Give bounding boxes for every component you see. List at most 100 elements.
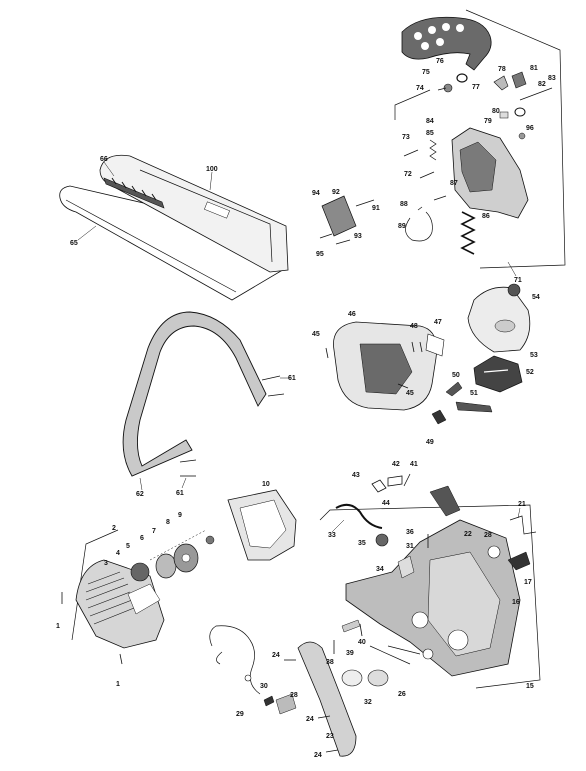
callout-52: 52 — [526, 369, 534, 376]
callout-72: 72 — [404, 171, 412, 178]
front-handle-part — [122, 311, 267, 477]
callout-26: 26 — [398, 691, 406, 698]
callout-7: 7 — [152, 528, 156, 535]
hand-guard-part — [297, 641, 357, 757]
callout-76: 76 — [436, 58, 444, 65]
callout-100: 100 — [206, 166, 218, 173]
callout-94: 94 — [312, 190, 320, 197]
saw-chain-part — [103, 177, 165, 209]
callout-87: 87 — [450, 180, 458, 187]
callout-5: 5 — [126, 543, 130, 550]
air-filter-part — [473, 355, 523, 393]
bar-cover-part — [99, 154, 289, 273]
callout-45: 45 — [312, 331, 320, 338]
callout-21: 21 — [518, 501, 526, 508]
callout-8: 8 — [166, 519, 170, 526]
callout-17: 17 — [524, 579, 532, 586]
callout-28: 28 — [484, 532, 492, 539]
callout-46: 46 — [348, 311, 356, 318]
starter-group — [61, 529, 215, 665]
callout-9: 9 — [178, 512, 182, 519]
callout-73: 73 — [402, 134, 410, 141]
callout-30: 30 — [260, 683, 268, 690]
starter-housing-part — [75, 559, 165, 649]
callout-49: 49 — [426, 439, 434, 446]
callout-1-b: 1 — [116, 681, 120, 688]
callout-74: 74 — [416, 85, 424, 92]
callout-50: 50 — [452, 372, 460, 379]
callout-81: 81 — [530, 65, 538, 72]
callout-2: 2 — [112, 525, 116, 532]
callout-15: 15 — [526, 683, 534, 690]
callout-78: 78 — [498, 66, 506, 73]
callout-71: 71 — [514, 277, 522, 284]
guide-bar-group — [59, 154, 289, 301]
callout-38: 38 — [326, 659, 334, 666]
callout-43: 43 — [352, 472, 360, 479]
callout-22: 22 — [464, 531, 472, 538]
callout-4: 4 — [116, 550, 120, 557]
crankcase-group — [319, 473, 541, 689]
callout-36: 36 — [406, 529, 414, 536]
callout-35: 35 — [358, 540, 366, 547]
callout-47: 47 — [434, 319, 442, 326]
callout-48: 48 — [410, 323, 418, 330]
callout-42: 42 — [392, 461, 400, 468]
callout-24: 24 — [272, 652, 280, 659]
callout-3: 3 — [104, 560, 108, 567]
callout-45-b: 45 — [406, 390, 414, 397]
callout-16: 16 — [512, 599, 520, 606]
callout-34: 34 — [376, 566, 384, 573]
callout-44: 44 — [382, 500, 390, 507]
washer-part — [443, 83, 453, 93]
handle-grip-part — [401, 16, 492, 71]
callout-24-b: 24 — [306, 716, 314, 723]
callout-33: 33 — [328, 532, 336, 539]
wire-and-guard-group — [209, 625, 357, 757]
callout-6: 6 — [140, 535, 144, 542]
callout-32: 32 — [364, 699, 372, 706]
callout-28-b: 28 — [290, 692, 298, 699]
front-handle-group — [122, 311, 285, 477]
top-cover-group — [325, 283, 531, 425]
callout-75: 75 — [422, 69, 430, 76]
callout-79: 79 — [484, 118, 492, 125]
callout-95: 95 — [316, 251, 324, 258]
callout-labels: 1 1 2 3 4 5 6 7 8 9 10 15 16 17 21 22 23… — [56, 58, 556, 759]
callout-39: 39 — [346, 650, 354, 657]
callout-54: 54 — [532, 294, 540, 301]
callout-96: 96 — [526, 125, 534, 132]
callout-1: 1 — [56, 623, 60, 630]
callout-41: 41 — [410, 461, 418, 468]
callout-93: 93 — [354, 233, 362, 240]
callout-51: 51 — [470, 390, 478, 397]
callout-31: 31 — [406, 543, 414, 550]
rear-handle-group — [319, 9, 566, 269]
callout-10: 10 — [262, 481, 270, 488]
callout-91: 91 — [372, 205, 380, 212]
callout-82: 82 — [538, 81, 546, 88]
callout-84: 84 — [426, 118, 434, 125]
callout-24-c: 24 — [314, 752, 322, 759]
callout-92: 92 — [332, 189, 340, 196]
leader-lines — [77, 161, 521, 533]
callout-62: 62 — [136, 491, 144, 498]
callout-77: 77 — [472, 84, 480, 91]
callout-85: 85 — [426, 130, 434, 137]
callout-86: 86 — [482, 213, 490, 220]
callout-80: 80 — [492, 108, 500, 115]
callout-29: 29 — [236, 711, 244, 718]
callout-40: 40 — [358, 639, 366, 646]
callout-53: 53 — [530, 352, 538, 359]
callout-23: 23 — [326, 733, 334, 740]
air-filter-cover-part — [467, 286, 531, 353]
callout-61-b: 61 — [176, 490, 184, 497]
callout-66: 66 — [100, 156, 108, 163]
callout-65: 65 — [70, 240, 78, 247]
plate-part — [321, 195, 357, 237]
callout-89: 89 — [398, 223, 406, 230]
callout-83: 83 — [548, 75, 556, 82]
callout-61: 61 — [288, 375, 296, 382]
callout-88: 88 — [400, 201, 408, 208]
